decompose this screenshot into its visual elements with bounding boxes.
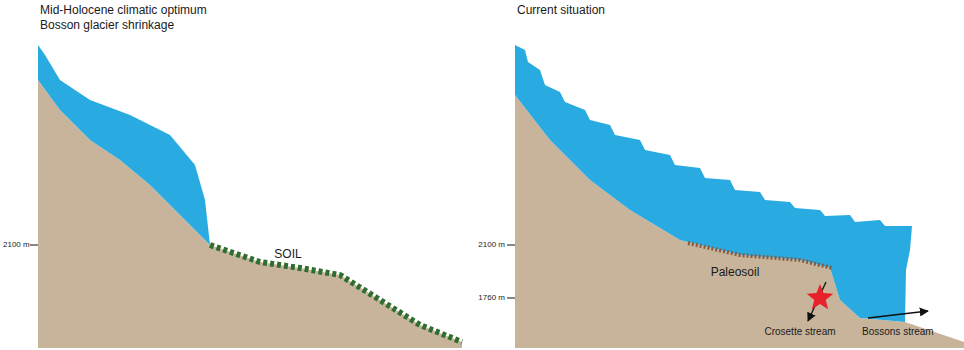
stream-label: Bossons stream	[862, 326, 934, 338]
paleosoil-label: Paleosoil	[711, 266, 760, 280]
stream-label: Crosette stream	[764, 326, 835, 338]
glacier-ice	[515, 45, 912, 322]
paleosoil-line	[688, 243, 832, 268]
soil-line	[210, 245, 462, 342]
altitude-tick	[507, 245, 515, 246]
bedrock	[38, 45, 462, 348]
altitude-label: 1760 m	[478, 293, 505, 302]
stream-arrow	[868, 311, 928, 318]
glacier-ice	[38, 45, 210, 245]
altitude-tick	[507, 298, 515, 299]
panel-heading: Mid-Holocene climatic optimum	[40, 4, 207, 18]
panel-heading: Bosson glacier shrinkage	[40, 19, 174, 33]
soil-label: SOIL	[274, 248, 301, 262]
altitude-tick	[30, 245, 38, 246]
sample-star	[807, 284, 834, 309]
altitude-label: 2100 m	[3, 240, 30, 249]
altitude-label: 2100 m	[478, 240, 505, 249]
panel-heading: Current situation	[517, 4, 605, 18]
